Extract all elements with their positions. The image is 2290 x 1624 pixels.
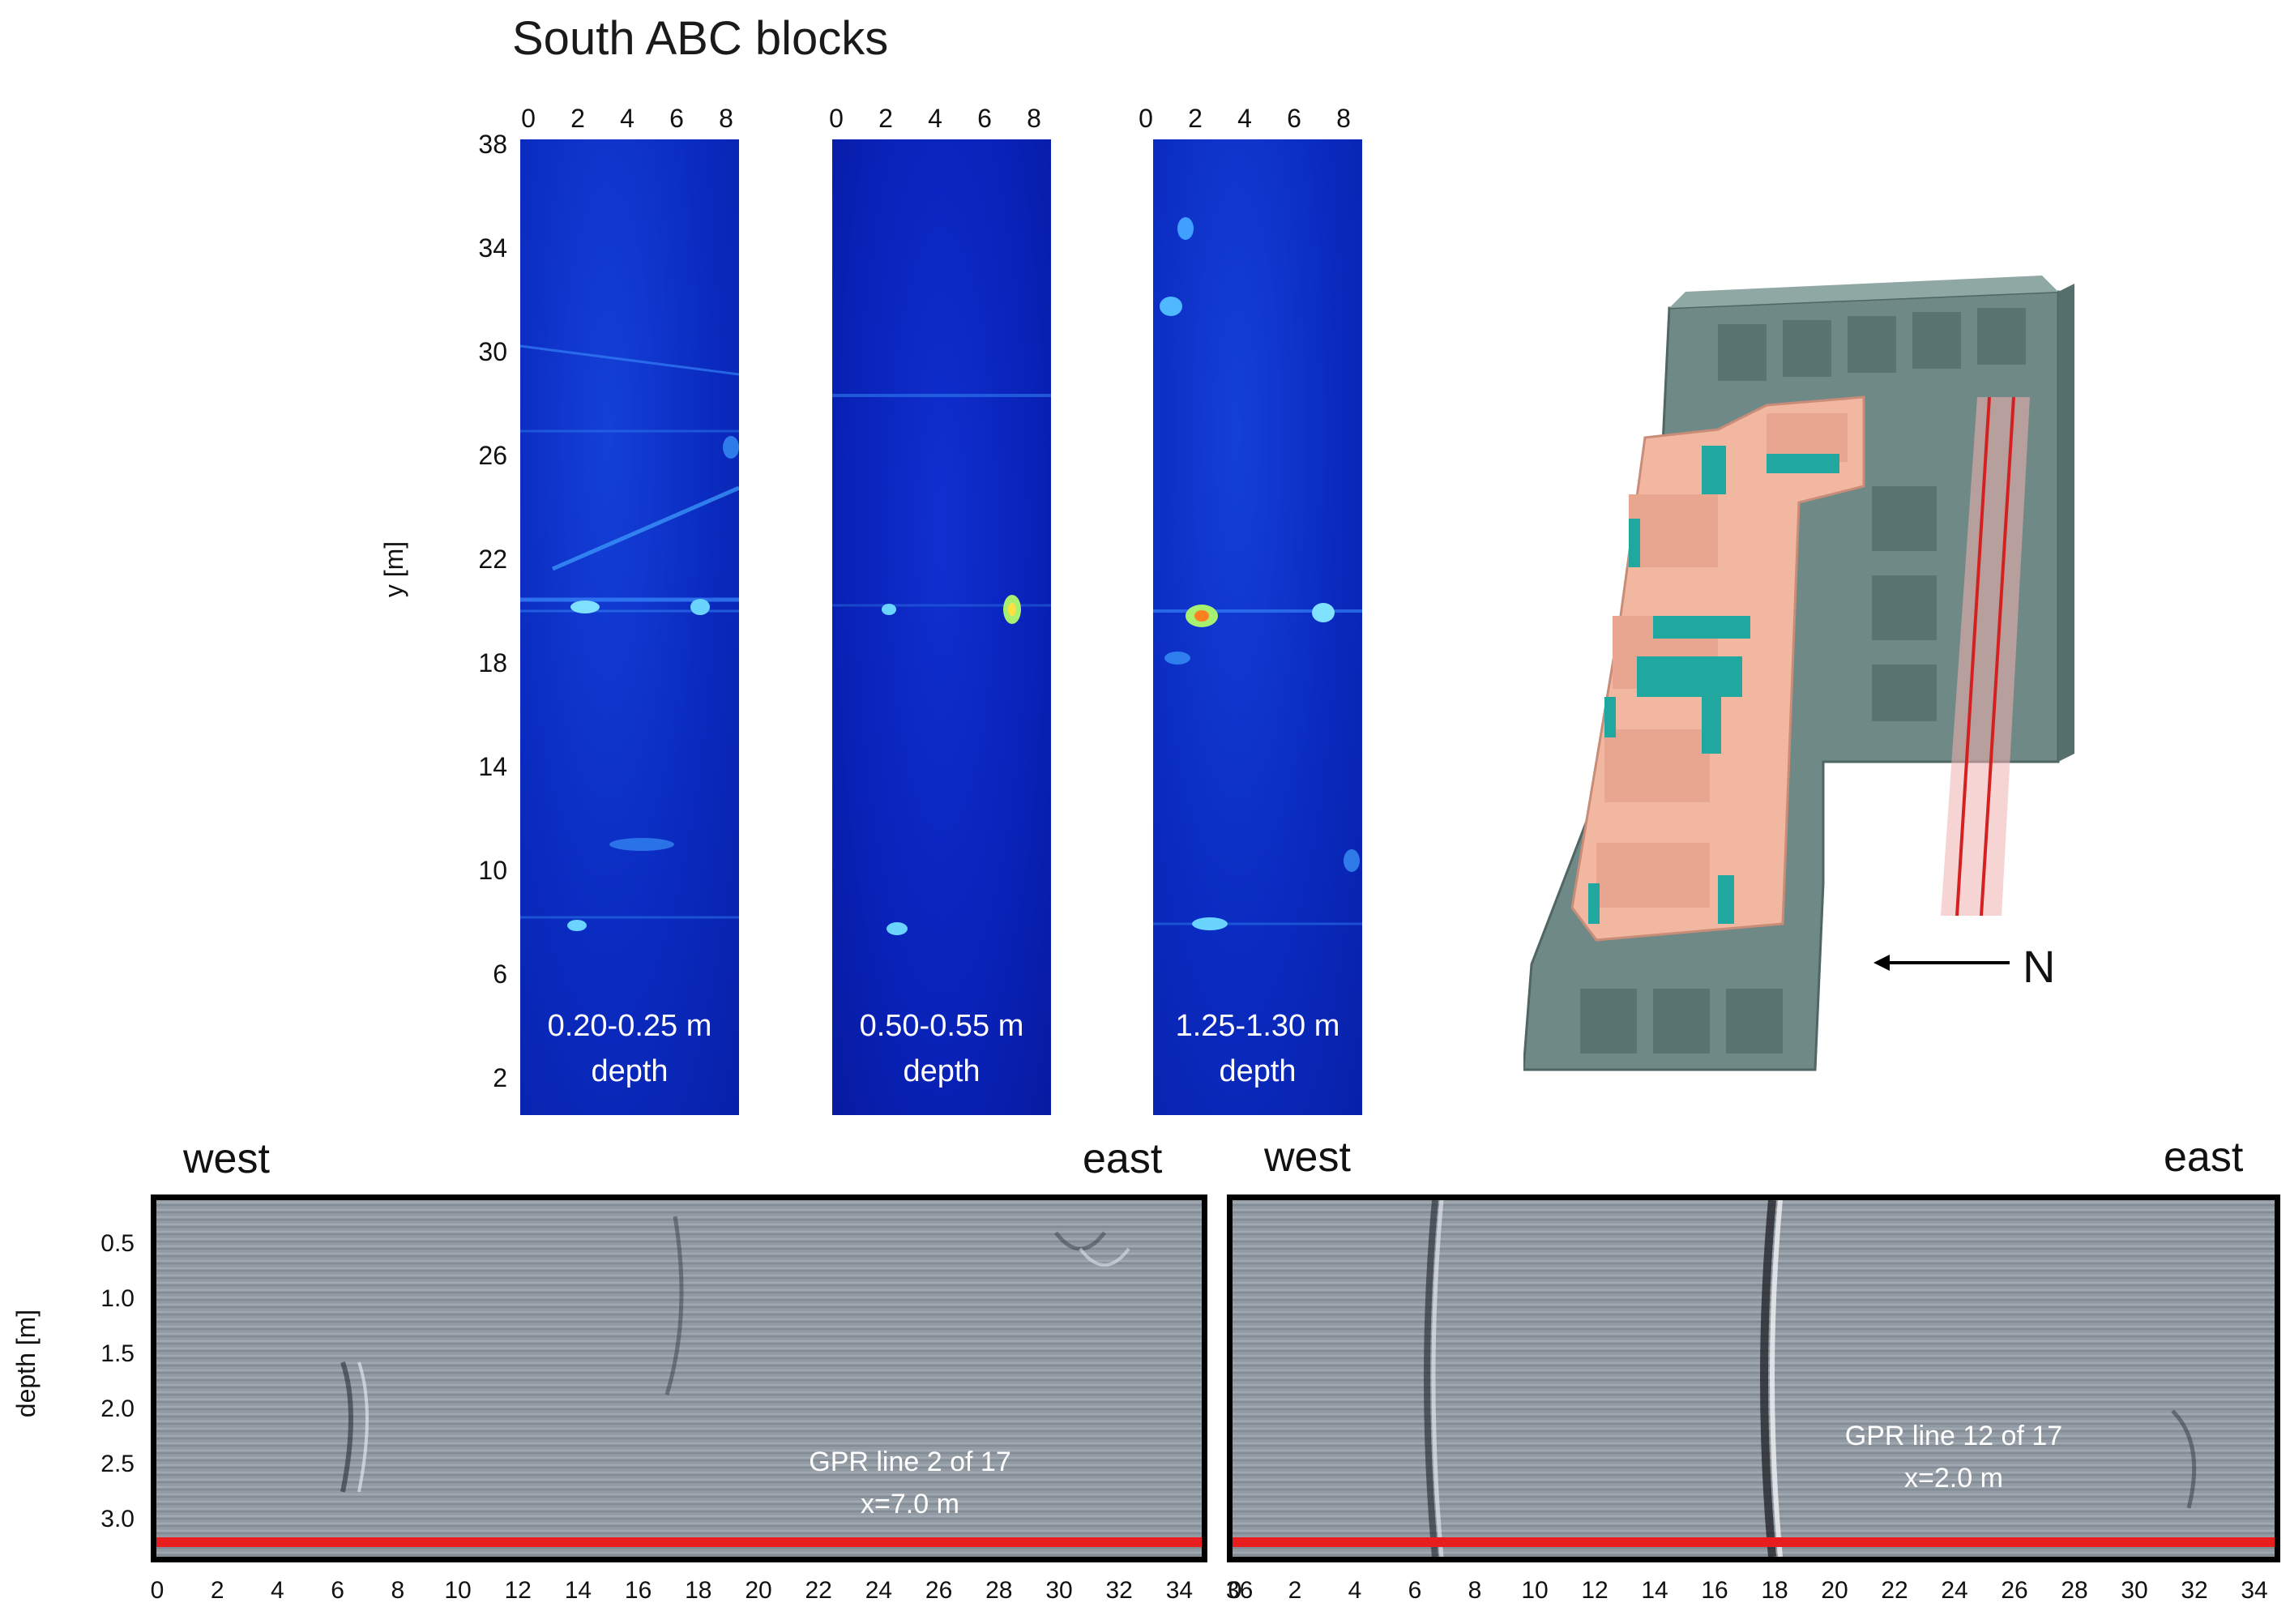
x-tick: 28 [2061, 1577, 2088, 1604]
x-tick: 4 [271, 1577, 284, 1604]
north-label: N [2023, 941, 2056, 992]
x-tick: 32 [2181, 1577, 2208, 1604]
slice-3-anomalies [1153, 217, 1362, 930]
slice-1-caption-depth-range: 0.20-0.25 m [547, 1009, 712, 1043]
site-3d-model [1523, 276, 2074, 1071]
x-tick: 8 [1336, 104, 1351, 133]
y-tick: 6 [493, 959, 507, 989]
depth-tick: 1.5 [100, 1340, 135, 1367]
x-tick: 30 [1045, 1577, 1073, 1604]
x-tick: 2 [1188, 104, 1203, 133]
x-tick: 34 [2241, 1577, 2268, 1604]
x-tick: 6 [977, 104, 992, 133]
slice-2-caption-depth-range: 0.50-0.55 m [859, 1009, 1024, 1043]
x-tick: 0 [1139, 104, 1153, 133]
x-tick: 18 [685, 1577, 712, 1604]
slice-2-anomalies [832, 394, 1051, 935]
x-tick: 14 [1641, 1577, 1668, 1604]
x-tick: 16 [624, 1577, 652, 1604]
section-1-west-label: west [183, 1135, 270, 1182]
slice-1-caption-depth: depth [591, 1054, 669, 1088]
depth-tick: 2.5 [100, 1451, 135, 1477]
x-tick: 4 [1348, 1577, 1362, 1604]
x-tick: 6 [1408, 1577, 1422, 1604]
y-tick: 14 [478, 752, 507, 781]
y-tick: 30 [478, 337, 507, 366]
x-tick: 8 [391, 1577, 405, 1604]
section-2-east-label: east [2164, 1134, 2244, 1181]
y-tick: 18 [478, 648, 507, 677]
section-2-caption-line: GPR line 12 of 17 [1844, 1421, 2063, 1451]
x-tick: 12 [504, 1577, 532, 1604]
x-tick: 2 [210, 1577, 224, 1604]
y-tick: 38 [478, 130, 507, 159]
slice-2-caption-depth: depth [903, 1054, 981, 1088]
x-tick: 0 [1228, 1577, 1242, 1604]
x-tick: 2 [878, 104, 893, 133]
section-1-east-label: east [1083, 1135, 1163, 1182]
section-1-caption-line: GPR line 2 of 17 [809, 1447, 1011, 1477]
x-tick: 18 [1761, 1577, 1788, 1604]
section-2-caption-position: x=2.0 m [1904, 1463, 2003, 1494]
x-tick: 4 [620, 104, 634, 133]
section-1-reflections [156, 1216, 1202, 1547]
section-2-reflections [1233, 1200, 2275, 1557]
y-tick: 22 [478, 545, 507, 574]
slice-3-caption-depth-range: 1.25-1.30 m [1175, 1009, 1340, 1043]
x-tick: 26 [925, 1577, 953, 1604]
x-tick: 0 [521, 104, 536, 133]
depth-slice-1: 0.20-0.25 m depth [520, 139, 739, 1115]
x-tick: 6 [1287, 104, 1301, 133]
x-tick: 24 [1941, 1577, 1968, 1604]
depth-tick: 2.0 [100, 1395, 135, 1422]
x-tick: 36 [1225, 1577, 1254, 1604]
depth-slice-3: 1.25-1.30 m depth [1153, 139, 1362, 1115]
x-tick: 24 [865, 1577, 893, 1604]
slices-y-axis-label: y [m] [379, 541, 409, 598]
x-tick: 20 [1821, 1577, 1848, 1604]
x-tick: 6 [331, 1577, 344, 1604]
y-tick: 10 [478, 856, 507, 885]
section-2-west-label: west [1264, 1134, 1351, 1181]
gpr-section-2: GPR line 12 of 17 x=2.0 m [1227, 1194, 2280, 1562]
section-1-caption-position: x=7.0 m [861, 1489, 959, 1519]
x-tick: 0 [829, 104, 844, 133]
y-tick: 2 [493, 1063, 507, 1092]
x-tick: 34 [1165, 1577, 1194, 1604]
x-tick: 8 [1027, 104, 1041, 133]
x-tick: 28 [985, 1577, 1013, 1604]
x-tick: 8 [1468, 1577, 1482, 1604]
x-tick: 26 [2001, 1577, 2028, 1604]
x-tick: 14 [564, 1577, 592, 1604]
x-tick: 4 [928, 104, 942, 133]
x-tick: 30 [2121, 1577, 2148, 1604]
depth-tick: 3.0 [100, 1506, 135, 1532]
depth-tick: 1.0 [100, 1285, 135, 1312]
gpr-section-1: GPR line 2 of 17 x=7.0 m [151, 1194, 1207, 1562]
slice-1-anomalies [520, 344, 739, 931]
slice-3-caption-depth: depth [1219, 1054, 1297, 1088]
x-tick: 6 [669, 104, 684, 133]
x-tick: 16 [1701, 1577, 1728, 1604]
x-tick: 10 [1521, 1577, 1549, 1604]
x-tick: 32 [1105, 1577, 1133, 1604]
x-tick: 20 [745, 1577, 772, 1604]
x-tick: 0 [150, 1577, 164, 1604]
depth-slice-2: 0.50-0.55 m depth [832, 139, 1051, 1115]
x-tick: 10 [444, 1577, 472, 1604]
depth-tick: 0.5 [100, 1230, 135, 1257]
x-tick: 4 [1237, 104, 1252, 133]
depth-axis-label: depth [m] [11, 1309, 41, 1418]
y-tick: 34 [478, 233, 507, 263]
x-tick: 8 [719, 104, 733, 133]
x-tick: 12 [1581, 1577, 1609, 1604]
x-tick: 2 [1288, 1577, 1302, 1604]
figure-title: South ABC blocks [512, 12, 889, 65]
y-tick: 26 [478, 441, 507, 470]
x-tick: 22 [805, 1577, 832, 1604]
x-tick: 2 [570, 104, 585, 133]
x-tick: 22 [1881, 1577, 1908, 1604]
